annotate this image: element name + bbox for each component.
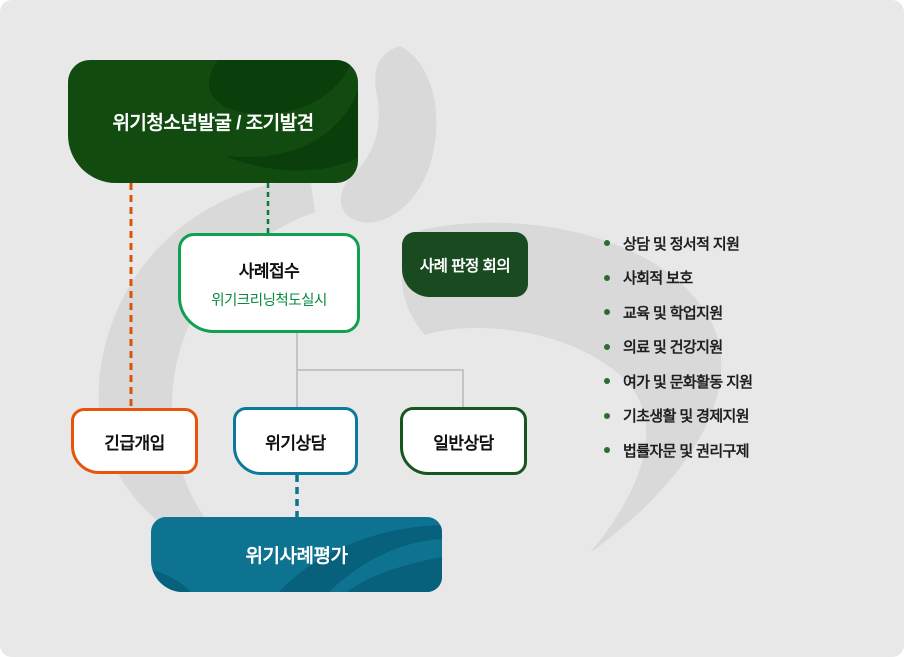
node-discovery: 위기청소년발굴 / 조기발견	[68, 60, 358, 183]
list-item: 법률자문 및 권리구제	[598, 433, 898, 468]
meeting-label: 사례 판정 회의	[419, 257, 511, 275]
bullet-icon	[604, 274, 610, 281]
support-services-list: 상담 및 정서적 지원 사회적 보호 교육 및 학업지원 의료 및 건강지원 여…	[598, 226, 898, 468]
intake-subtitle: 위기크리닝척도실시	[211, 292, 327, 309]
node-evaluation: 위기사례평가	[151, 517, 442, 592]
node-crisis-counseling: 위기상담	[233, 407, 358, 475]
support-item-label: 기초생활 및 경제지원	[623, 408, 750, 426]
support-item-label: 교육 및 학업지원	[623, 304, 723, 322]
evaluation-label: 위기사례평가	[245, 546, 348, 567]
bullet-icon	[604, 412, 610, 419]
node-intake: 사례접수 위기크리닝척도실시	[178, 233, 360, 333]
list-item: 의료 및 건강지원	[598, 330, 898, 365]
connector-intake-to-general	[297, 369, 464, 407]
bullet-icon	[604, 343, 610, 350]
emergency-label: 긴급개입	[104, 433, 165, 453]
discovery-label: 위기청소년발굴 / 조기발견	[112, 113, 314, 134]
support-item-label: 상담 및 정서적 지원	[623, 235, 740, 253]
list-item: 교육 및 학업지원	[598, 295, 898, 330]
support-item-label: 법률자문 및 권리구제	[623, 442, 750, 460]
support-item-label: 사회적 보호	[623, 270, 693, 288]
general-label: 일반상담	[433, 433, 494, 453]
bullet-icon	[604, 309, 610, 316]
support-item-label: 여가 및 문화활동 지원	[623, 373, 753, 391]
support-item-label: 의료 및 건강지원	[623, 339, 723, 357]
node-general-counseling: 일반상담	[400, 407, 527, 475]
list-item: 여가 및 문화활동 지원	[598, 364, 898, 399]
node-meeting: 사례 판정 회의	[402, 232, 528, 297]
list-item: 기초생활 및 경제지원	[598, 399, 898, 434]
list-item: 사회적 보호	[598, 261, 898, 296]
bullet-icon	[604, 378, 610, 385]
node-emergency-intervention: 긴급개입	[71, 408, 198, 474]
bullet-icon	[604, 240, 610, 247]
list-item: 상담 및 정서적 지원	[598, 226, 898, 261]
intake-title: 사례접수	[238, 261, 300, 281]
bullet-icon	[604, 447, 610, 454]
crisis-label: 위기상담	[265, 433, 326, 453]
